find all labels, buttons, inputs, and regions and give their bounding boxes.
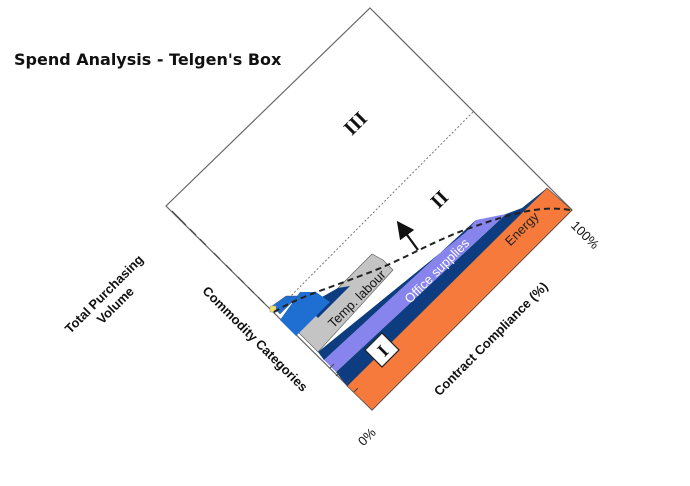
- region-divider: [273, 111, 474, 314]
- improvement-arrow: [396, 220, 419, 251]
- cumulative-curve: [273, 207, 571, 313]
- region-1-box: I: [364, 332, 400, 368]
- volume-axis-label: Total Purchasing Volume: [62, 252, 147, 337]
- bar-navy-thin: [318, 220, 476, 360]
- origin-marker: [269, 305, 277, 313]
- compliance-max-label: 100%: [568, 218, 602, 252]
- volume-ticks: [171, 210, 265, 304]
- bar-office-supplies: [324, 214, 506, 372]
- bar-temp-labour: [295, 253, 394, 353]
- category-ticks: [329, 363, 359, 393]
- compliance-min-label: 0%: [355, 425, 379, 449]
- page-title: Spend Analysis - Telgen's Box: [14, 50, 282, 69]
- bar-energy-navy: [336, 188, 547, 386]
